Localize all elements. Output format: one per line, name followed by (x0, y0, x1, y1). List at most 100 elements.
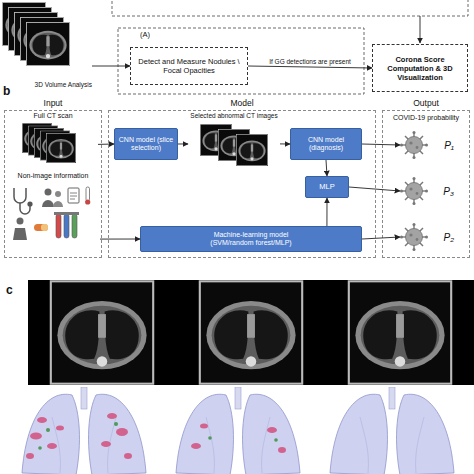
person-icon (53, 201, 63, 207)
lung-render (330, 387, 454, 474)
flow-arrow (98, 144, 114, 145)
stethoscope-icon (27, 201, 32, 206)
lesion (30, 433, 42, 440)
model-box: MLP (305, 176, 349, 198)
probability-node: P₂ (400, 223, 462, 251)
person-icon (55, 191, 61, 197)
lesion-group (26, 413, 286, 459)
test-tube-rack (54, 212, 79, 215)
pill-icon (41, 224, 48, 231)
nodule (208, 436, 212, 440)
patient-icon (13, 228, 27, 240)
ct-thumbnail (236, 134, 268, 166)
node-text: 3D Volume Analysis (35, 81, 92, 88)
test-tube-icon (72, 214, 77, 238)
nodule (274, 438, 278, 442)
thermometer-icon (86, 187, 90, 201)
lung-render (22, 387, 146, 474)
panel-heading: COVID-19 probability (383, 114, 469, 121)
virus-icon (400, 177, 428, 205)
flow-arrow (326, 160, 327, 176)
lesion (191, 443, 201, 449)
flow-arrow (178, 143, 188, 144)
ct-axial-slice (50, 280, 155, 385)
leader-arrow (420, 16, 421, 43)
lesion (37, 417, 47, 423)
ct-slice (46, 133, 76, 163)
panel-heading: Output (383, 98, 469, 108)
test-tube-icon (64, 214, 69, 238)
flow-arrow (362, 237, 400, 239)
clipboard-icon (70, 199, 75, 200)
flow-arrow (100, 239, 140, 240)
panel-box: ModelCNN model (slice selection)Selected… (108, 110, 376, 258)
lesion (56, 426, 64, 431)
box-text: CNN model (slice selection) (117, 136, 175, 152)
person-icon (45, 189, 52, 196)
cropped-box (112, 0, 468, 16)
image-node: Selected abnormal CT images (188, 112, 280, 168)
lesion (26, 453, 34, 459)
model-box: CNN model (slice selection) (114, 128, 178, 160)
box-text: Machine-learning model (SVM/random fores… (195, 231, 307, 247)
lesion (267, 427, 277, 433)
ct-axial-slice (199, 280, 304, 385)
section-marker: (A) (140, 30, 150, 39)
probability-node: P₁ (400, 131, 462, 159)
probability-text: P₁ (444, 140, 454, 151)
lesion (47, 443, 57, 449)
nodule (114, 422, 118, 426)
thermometer-icon (85, 199, 90, 204)
probability-text: P₂ (444, 232, 454, 243)
panel-box: OutputCOVID-19 probabilityP₁P₃P₂ (382, 110, 470, 258)
box-text: MLP (319, 183, 334, 192)
image-node: 3D Volume Analysis (0, 0, 92, 88)
box-text: CNN model (diagnosis) (293, 136, 359, 152)
flow-arrow (92, 66, 130, 67)
flow-arrow (248, 66, 372, 68)
panel-box: InputFull CT scanNon-image information (4, 110, 102, 258)
lung-render (176, 387, 300, 474)
node-text: Non-image information (18, 172, 89, 180)
model-box: CNN model (diagnosis) (290, 128, 362, 160)
pill-icon (34, 224, 48, 231)
box-text: Corona Score Computation & 3D Visualizat… (375, 55, 465, 82)
virus-icon (400, 223, 428, 251)
person-icon (42, 200, 54, 207)
flow-arrow (280, 143, 290, 144)
model-box: Machine-learning model (SVM/random fores… (140, 226, 362, 252)
ct-strip (28, 280, 474, 385)
panel-heading: Model (109, 98, 375, 108)
panel-letter: b (3, 84, 10, 98)
flow-arrow (326, 198, 327, 226)
clipboard-icon (70, 196, 77, 197)
process-box: Detect and Measure Nodules \ Focal Opaci… (130, 47, 248, 85)
input-node: Non-image information (6, 172, 100, 250)
probability-node: P₃ (400, 177, 462, 205)
input-node: Full CT scan (8, 112, 98, 166)
flow-arrow (362, 144, 400, 145)
node-text: Selected abnormal CT images (190, 112, 277, 119)
clipboard-icon (68, 188, 79, 203)
clipboard-icon (70, 193, 77, 194)
virus-icon (400, 131, 428, 159)
lesion (107, 413, 117, 419)
box-text: Detect and Measure Nodules \ Focal Opaci… (133, 57, 245, 75)
lesion (278, 447, 286, 453)
group-box (118, 28, 364, 94)
nodule (38, 446, 42, 450)
test-tube-icon (56, 214, 61, 238)
nodule (46, 428, 50, 432)
patient-icon (17, 218, 24, 225)
ct-axial-slice (348, 280, 453, 385)
ct-slice (26, 22, 70, 66)
flow-arrow (349, 187, 400, 191)
lesion (200, 424, 208, 429)
panel-letter: c (6, 283, 13, 297)
lesion (116, 428, 128, 436)
probability-text: P₃ (443, 186, 454, 197)
